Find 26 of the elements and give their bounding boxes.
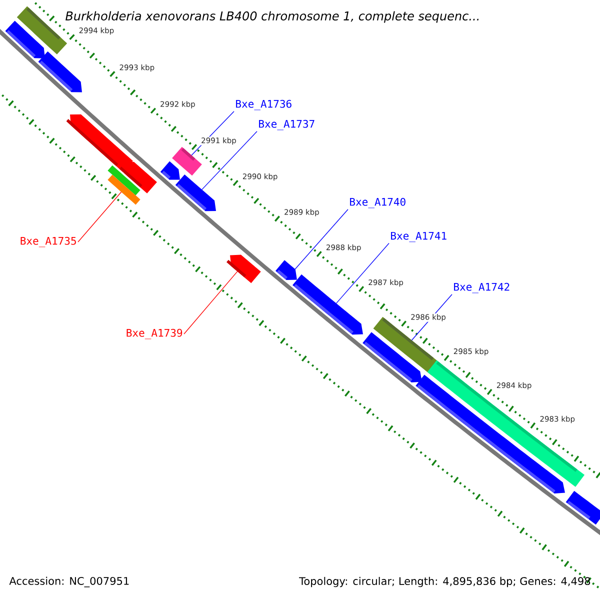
gene-label: Bxe_A1740 xyxy=(350,198,406,208)
gene-label: Bxe_A1742 xyxy=(454,282,510,294)
gene-label: Bxe_A1736 xyxy=(236,100,292,110)
footer-text: Topology: circular; Length: 4,895,836 bp; Genes: 4,498 xyxy=(299,576,590,588)
footer-text: Accession: NC_007951 xyxy=(9,576,129,588)
leader-line xyxy=(78,192,122,242)
gene-label: Bxe_A1737 xyxy=(259,120,314,130)
gene-feature xyxy=(362,332,422,382)
gene-feature xyxy=(119,162,157,194)
leader-line xyxy=(184,271,238,334)
gene-feature xyxy=(276,260,297,280)
gene-feature xyxy=(160,161,180,180)
gene-label: Bxe_A1741 xyxy=(391,232,446,242)
feature-box xyxy=(108,165,140,205)
gene-feature xyxy=(566,490,600,525)
leader-line xyxy=(294,209,348,270)
leader-line xyxy=(336,242,390,304)
gene-feature xyxy=(226,254,261,284)
leader-line xyxy=(202,131,258,190)
gene-feature xyxy=(175,174,216,212)
gene-label: Bxe_A1735 xyxy=(20,236,76,248)
gene-feature xyxy=(38,51,82,92)
feature-box xyxy=(16,6,68,54)
gene-label: Bxe_A1739 xyxy=(126,328,182,340)
title: Burkholderia xenovorans LB400 chromosome 1, complete sequenc... xyxy=(66,11,479,23)
gene-feature xyxy=(292,274,363,335)
